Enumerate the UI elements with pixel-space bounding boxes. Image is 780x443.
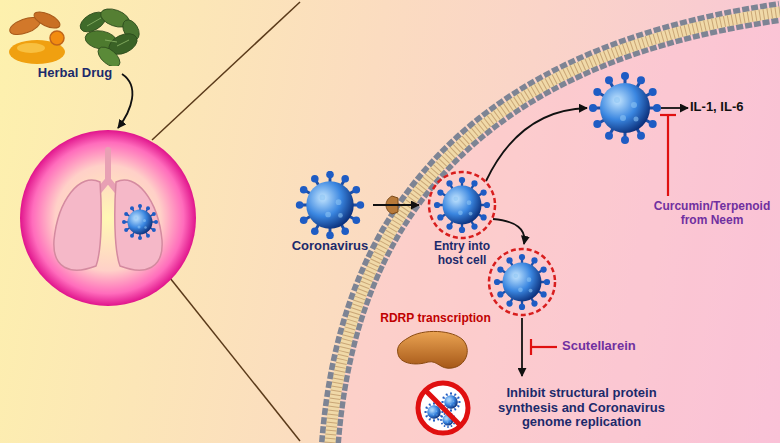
coronavirus-particle: Coronavirus	[287, 171, 373, 254]
rdrp-enzyme: RDRP transcription	[368, 312, 503, 374]
node-text: Inhibit structural protein synthesis and…	[479, 386, 684, 431]
rdrp-enzyme-shape	[368, 326, 503, 374]
flow-arrow	[373, 204, 419, 206]
transcription-arrow	[521, 318, 523, 376]
herbal-drug-picture	[5, 4, 145, 66]
host-cell-entry-virus: Entry into host cell	[420, 170, 504, 268]
scutellarein-inhibitor	[531, 339, 557, 355]
phytochemical-label-box: Curcumin/Terpenoid from Neem	[647, 200, 777, 228]
cell-membrane	[330, 12, 780, 443]
herbal-drug-picture-icon	[5, 4, 145, 66]
phytochemical-label: Scutellarein	[562, 339, 662, 354]
cytokine-arrow	[661, 107, 688, 109]
node-text: Entry into host cell	[425, 240, 499, 268]
inhibition-outcome-icon	[415, 380, 471, 436]
virus-in-vesicle-icon	[420, 170, 504, 240]
neem-leaves	[77, 5, 143, 66]
cytokine-label-box: IL-1, IL-6	[690, 100, 775, 115]
entry-to-virus-arrow	[486, 108, 587, 181]
coronavirus-particle-icon	[287, 171, 373, 239]
cell-interior	[330, 12, 780, 443]
released-virus	[589, 72, 661, 144]
lung-circle	[20, 130, 196, 306]
turmeric	[8, 9, 65, 64]
replicating-virus	[489, 249, 555, 315]
cytokine-label: IL-1, IL-6	[690, 100, 775, 115]
herbal-to-lung-arrow	[118, 74, 132, 128]
prohibition-sign	[415, 380, 471, 436]
curcumin-inhibitor	[660, 115, 676, 196]
node-text: Herbal Drug	[5, 66, 145, 81]
rdrp-enzyme-icon	[368, 326, 503, 374]
inhibition-outcome: Inhibit structural protein synthesis and…	[415, 380, 684, 436]
node-text: RDRP transcription	[368, 312, 503, 326]
herbal-drug-picture: Herbal Drug	[5, 4, 145, 81]
phytochemical-label: Curcumin/Terpenoid from Neem	[647, 200, 777, 228]
phytochemical-label-box: Scutellarein	[562, 339, 662, 354]
entry-to-replication-arrow	[493, 219, 524, 244]
node-text: Coronavirus	[287, 239, 373, 254]
host-cell-entry-virus-icon	[420, 170, 504, 240]
virus-icon	[287, 171, 373, 239]
